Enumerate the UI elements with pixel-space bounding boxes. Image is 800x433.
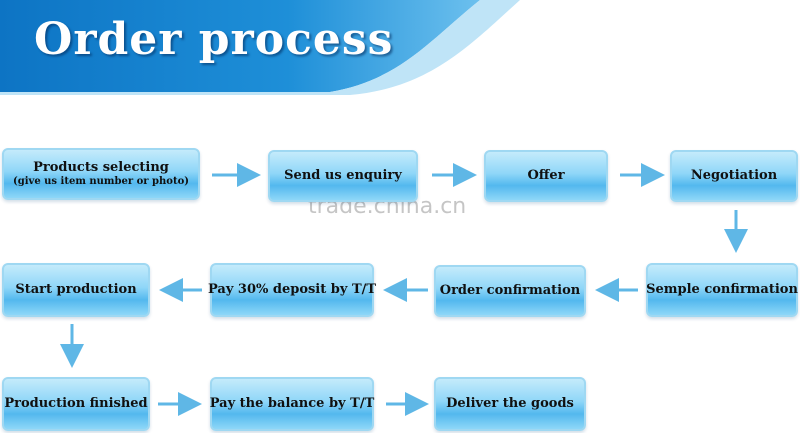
step-products-selecting: Products selecting (give us item number … (2, 148, 200, 200)
step-label: Negotiation (690, 168, 778, 184)
header-banner (0, 0, 520, 95)
step-label: Order confirmation (439, 283, 581, 299)
step-label: Send us enquiry (284, 168, 402, 184)
step-deliver-goods: Deliver the goods (434, 377, 586, 431)
step-label: Products selecting (33, 160, 169, 176)
step-offer: Offer (484, 150, 608, 202)
step-label: Start production (15, 282, 137, 298)
step-start-production: Start production (2, 263, 150, 317)
step-semple-confirmation: Semple confirmation (646, 263, 798, 317)
step-pay-deposit: Pay 30% deposit by T/T (207, 263, 377, 317)
step-send-enquiry: Send us enquiry (268, 150, 418, 202)
step-order-confirmation: Order confirmation (434, 265, 586, 317)
step-label: Semple confirmation (646, 282, 798, 298)
step-sublabel: (give us item number or photo) (12, 175, 189, 187)
step-label: Pay 30% deposit by T/T (207, 282, 377, 298)
page-title: Order process (34, 14, 394, 65)
step-production-finished: Production finished (2, 377, 150, 431)
step-label: Deliver the goods (446, 396, 574, 412)
step-negotiation: Negotiation (670, 150, 798, 202)
step-label: Production finished (4, 396, 148, 412)
step-label: Offer (527, 168, 565, 184)
step-pay-balance: Pay the balance by T/T (210, 377, 374, 431)
step-label: Pay the balance by T/T (209, 396, 375, 412)
